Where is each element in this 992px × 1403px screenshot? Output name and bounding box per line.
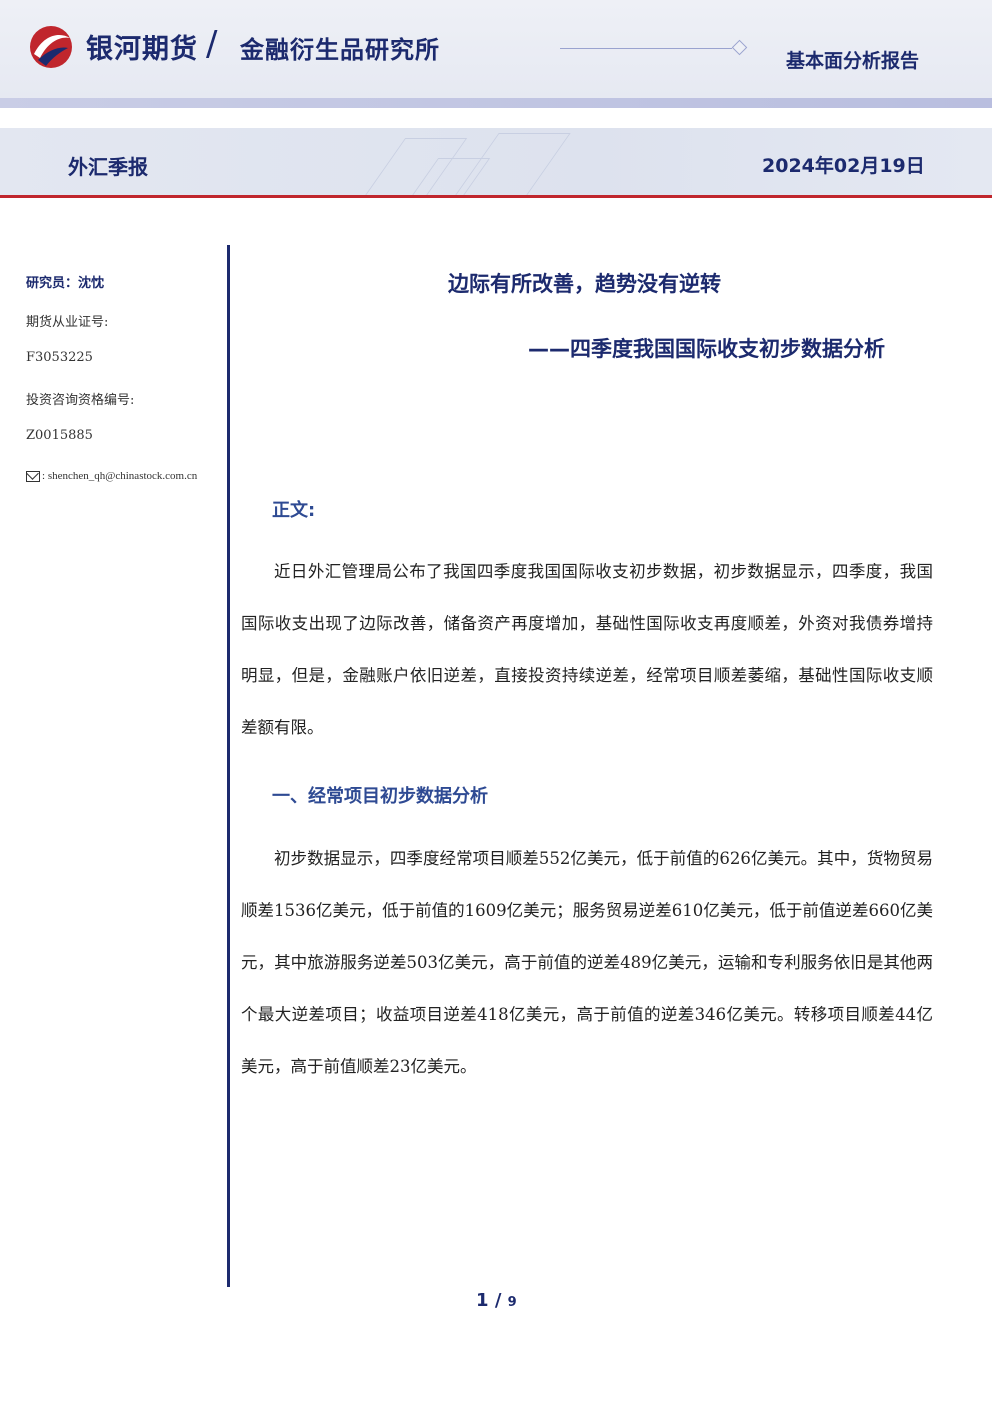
email-separator: : xyxy=(42,470,46,482)
page-separator: / xyxy=(494,1290,502,1311)
body-heading: 正文: xyxy=(272,500,316,521)
report-date: 2024年02月19日 xyxy=(762,155,925,177)
advisory-cert-label: 投资咨询资格编号: xyxy=(26,393,135,408)
subheader-red-rule xyxy=(0,195,992,198)
institute-name: 金融衍生品研究所 xyxy=(240,36,440,64)
section1-heading: 一、经常项目初步数据分析 xyxy=(272,786,488,807)
header-band xyxy=(0,0,992,98)
envelope-icon xyxy=(26,470,40,482)
futures-cert-number: F3053225 xyxy=(26,350,93,365)
advisory-cert-number: Z0015885 xyxy=(26,428,93,443)
futures-cert-label: 期货从业证号: xyxy=(26,315,109,330)
report-subtitle: ——四季度我国国际收支初步数据分析 xyxy=(528,337,885,361)
researcher-name: 研究员：沈忱 xyxy=(26,276,105,291)
page-number: 1 / 9 xyxy=(476,1290,517,1311)
header-decor-line xyxy=(560,48,732,49)
sidebar-divider xyxy=(227,245,230,1287)
galaxy-futures-logo-icon xyxy=(30,26,72,68)
intro-paragraph: 近日外汇管理局公布了我国四季度我国国际收支初步数据，初步数据显示，四季度，我国国… xyxy=(241,562,933,737)
brand-separator: / xyxy=(206,24,218,64)
page-current: 1 xyxy=(476,1290,489,1311)
report-category: 外汇季报 xyxy=(68,155,148,179)
report-title: 边际有所改善，趋势没有逆转 xyxy=(448,272,721,296)
brand-name: 银河期货 xyxy=(86,34,198,65)
section1-paragraph: 初步数据显示，四季度经常项目顺差552亿美元，低于前值的626亿美元。其中，货物… xyxy=(241,849,933,1076)
subheader-band xyxy=(0,128,992,195)
page-total: 9 xyxy=(507,1295,517,1310)
email-address[interactable]: shenchen_qh@chinastock.com.cn xyxy=(47,470,198,482)
header-stripe xyxy=(0,98,992,108)
report-type: 基本面分析报告 xyxy=(786,50,920,72)
email-contact: : shenchen_qh@chinastock.com.cn xyxy=(26,470,197,482)
